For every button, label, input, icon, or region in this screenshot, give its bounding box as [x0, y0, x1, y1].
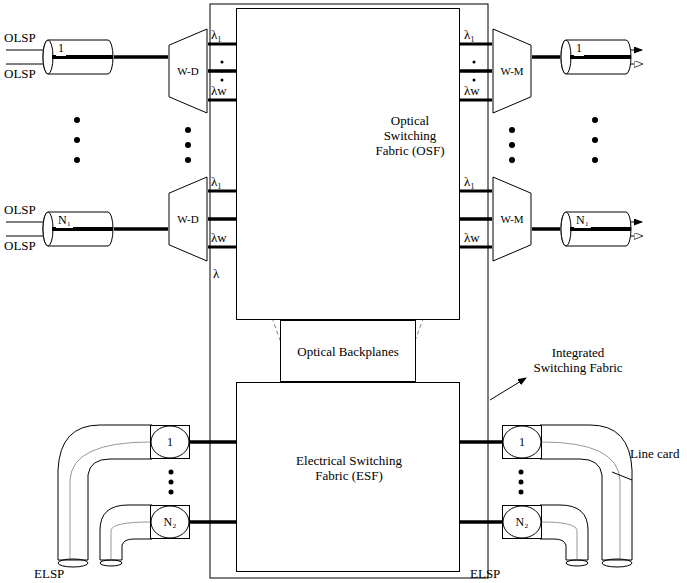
text-label: OLSP: [4, 238, 36, 253]
node-text: W-M: [500, 64, 523, 79]
line-card-port: 1: [502, 425, 542, 459]
text-label: λ₁: [464, 27, 475, 42]
text-label: OLSP: [4, 66, 36, 81]
node-outline: [42, 39, 114, 75]
node-outline: [560, 211, 632, 247]
fiber-link: [460, 217, 492, 221]
node-text: N₁: [56, 213, 73, 228]
line-card-port: N₂: [502, 505, 542, 539]
node-text: 1: [574, 41, 584, 56]
wavelength-mux: W-M: [492, 28, 532, 114]
text-label: λ₁: [211, 27, 222, 42]
fiber-link: [532, 227, 560, 231]
fiber-link: [114, 55, 168, 59]
node-text: N₂: [164, 515, 177, 530]
node-text: W-M: [500, 212, 523, 227]
fiber-link: [114, 227, 168, 231]
node-text: W-D: [177, 64, 198, 79]
fiber-link: [190, 440, 236, 444]
fiber-link: [460, 69, 492, 73]
fabric-box: Electrical Switching Fabric (ESF): [236, 382, 460, 572]
text-label: λw: [464, 83, 480, 98]
text-label: λw: [211, 83, 227, 98]
text-label: λw: [211, 230, 227, 245]
node-text: 1: [56, 41, 66, 56]
text-label: Line card: [630, 446, 679, 461]
text-label: Integrated Switching Fabric: [528, 345, 628, 375]
fiber-cylinder: 1: [560, 39, 632, 75]
text-label: OLSP: [4, 202, 36, 217]
line-card-port: 1: [150, 425, 190, 459]
node-text: N₁: [574, 213, 591, 228]
text-label: ELSP: [470, 566, 500, 581]
node-text: 1: [519, 435, 525, 450]
node-outline: [560, 39, 632, 75]
fiber-link: [208, 217, 236, 221]
text-label: λw: [464, 230, 480, 245]
node-text: N₂: [516, 515, 529, 530]
node-outline: [42, 211, 114, 247]
wavelength-mux: W-D: [168, 176, 208, 262]
fiber-cylinder: N₁: [42, 211, 114, 247]
text-label: OLSP: [4, 30, 36, 45]
text-label: λ₁: [211, 174, 222, 189]
text-label: ELSP: [34, 566, 64, 581]
fiber-link: [532, 55, 560, 59]
fabric-box: Optical Switching Fabric (OSF): [236, 8, 460, 320]
node-text: Optical Backplanes: [295, 344, 400, 359]
text-label: λ₁: [464, 174, 475, 189]
line-card-port: N₂: [150, 505, 190, 539]
fabric-box: Optical Backplanes: [280, 320, 416, 382]
fiber-link: [190, 520, 236, 524]
fiber-link: [208, 69, 236, 73]
node-text: W-D: [177, 212, 198, 227]
text-label: λ: [213, 266, 219, 281]
fiber-cylinder: 1: [42, 39, 114, 75]
wavelength-mux: W-D: [168, 28, 208, 114]
node-text: Optical Switching Fabric (OSF): [365, 113, 455, 158]
node-text: 1: [167, 435, 173, 450]
fiber-link: [460, 440, 502, 444]
wavelength-mux: W-M: [492, 176, 532, 262]
fiber-link: [460, 520, 502, 524]
fiber-cylinder: N₁: [560, 211, 632, 247]
node-text: Electrical Switching Fabric (ESF): [289, 453, 409, 483]
